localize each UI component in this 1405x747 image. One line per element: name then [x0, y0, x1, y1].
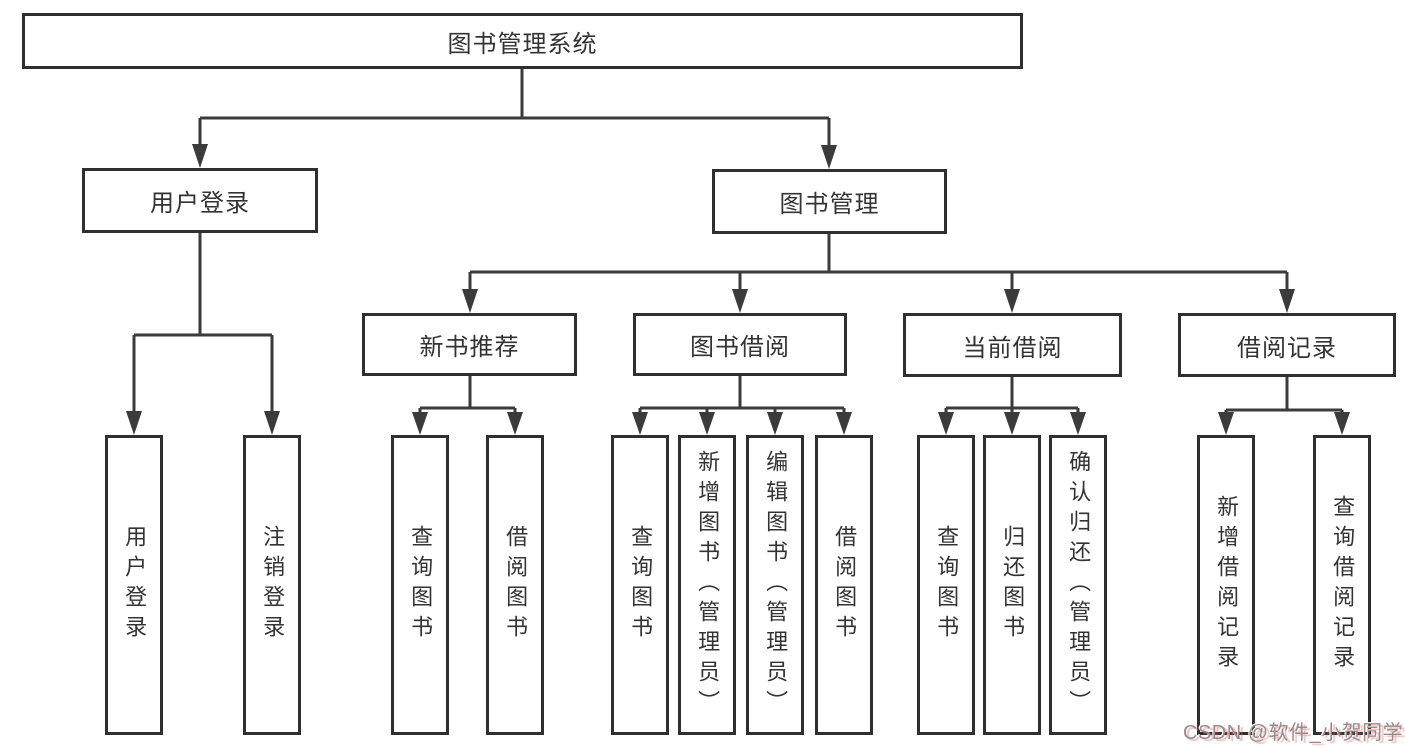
node-library-management-system: 图书管理系统: [22, 13, 1023, 69]
leaf-add-books-admin: 新增图书（管理员）: [678, 435, 736, 735]
leaf-query-borrow-record: 查询借阅记录: [1313, 435, 1371, 735]
node-label: 新增图书（管理员）: [695, 450, 721, 720]
node-user-login: 用户登录: [82, 168, 318, 233]
node-label: 用户登录: [122, 525, 148, 645]
node-label: 当前借阅: [962, 334, 1063, 362]
node-label: 归还图书: [1000, 525, 1026, 645]
node-label: 编辑图书（管理员）: [763, 450, 789, 720]
node-label: 新书推荐: [419, 334, 520, 361]
leaf-user-login: 用户登录: [105, 435, 163, 735]
node-label: 用户登录: [150, 190, 250, 217]
node-label: 注销登录: [260, 525, 286, 645]
leaf-query-books-borrowing: 查询图书: [611, 435, 669, 735]
node-label: 借阅记录: [1237, 334, 1337, 362]
leaf-borrow-books: 借阅图书: [815, 435, 873, 735]
leaf-query-books-current: 查询图书: [917, 435, 975, 735]
node-book-borrowing: 图书借阅: [633, 313, 847, 376]
leaf-borrow-books-recommend: 借阅图书: [486, 435, 544, 735]
node-label: 确认归还（管理员）: [1066, 450, 1092, 720]
node-borrowing-records: 借阅记录: [1178, 313, 1396, 377]
node-label: 查询图书: [408, 525, 434, 645]
node-label: 查询借阅记录: [1330, 495, 1356, 675]
leaf-return-books: 归还图书: [983, 435, 1041, 735]
node-label: 借阅图书: [832, 525, 858, 645]
leaf-logout: 注销登录: [243, 435, 301, 735]
node-label: 图书管理系统: [447, 30, 598, 58]
leaf-edit-books-admin: 编辑图书（管理员）: [746, 435, 804, 735]
node-label: 借阅图书: [503, 525, 529, 645]
node-current-borrowing: 当前借阅: [903, 313, 1122, 377]
node-label: 查询图书: [628, 525, 654, 645]
node-label: 查询图书: [934, 525, 960, 645]
leaf-confirm-return-admin: 确认归还（管理员）: [1049, 435, 1107, 735]
leaf-query-books-recommend: 查询图书: [391, 435, 449, 735]
node-label: 新增借阅记录: [1214, 495, 1240, 675]
arrowheads: [126, 144, 1350, 435]
node-label: 图书管理: [779, 191, 880, 218]
node-label: 图书借阅: [690, 334, 790, 361]
leaf-add-borrow-record: 新增借阅记录: [1197, 435, 1255, 735]
csdn-watermark: CSDN @软件_小贺同学: [1183, 722, 1404, 744]
node-new-book-recommend: 新书推荐: [362, 313, 577, 376]
node-book-management: 图书管理: [712, 169, 947, 234]
